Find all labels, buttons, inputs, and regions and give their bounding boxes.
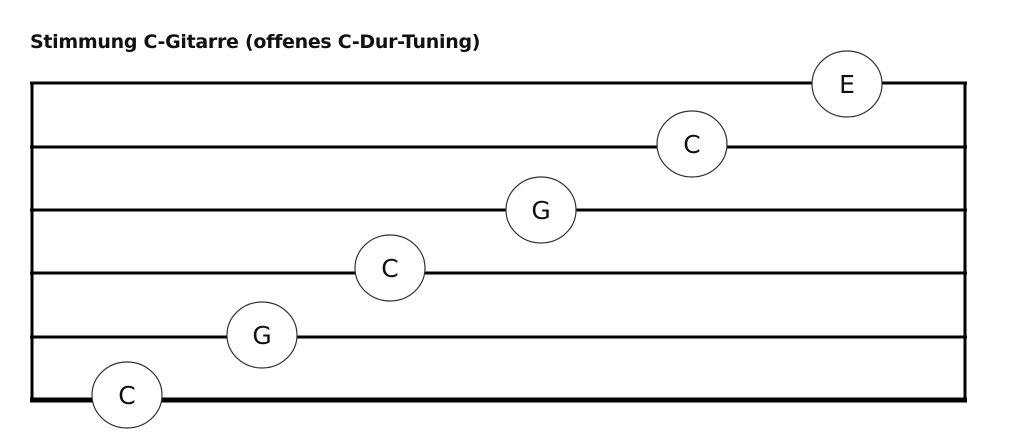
note-label: C	[683, 130, 700, 159]
note-marker-3: C	[354, 234, 426, 302]
note-marker-1: C	[91, 361, 163, 429]
note-circle	[91, 361, 163, 429]
note-circle	[811, 50, 883, 118]
note-circle	[226, 301, 298, 369]
note-marker-4: G	[505, 176, 577, 244]
note-label: E	[839, 70, 855, 99]
diagram-title: Stimmung C-Gitarre (offenes C-Dur-Tuning…	[30, 31, 481, 53]
note-circle	[505, 176, 577, 244]
note-label: G	[531, 196, 550, 225]
note-marker-2: G	[226, 301, 298, 369]
note-circle	[656, 110, 728, 178]
note-marker-6: E	[811, 50, 883, 118]
note-label: C	[118, 381, 135, 410]
note-circle	[354, 234, 426, 302]
note-marker-5: C	[656, 110, 728, 178]
note-label: G	[252, 321, 271, 350]
note-label: C	[381, 254, 398, 283]
